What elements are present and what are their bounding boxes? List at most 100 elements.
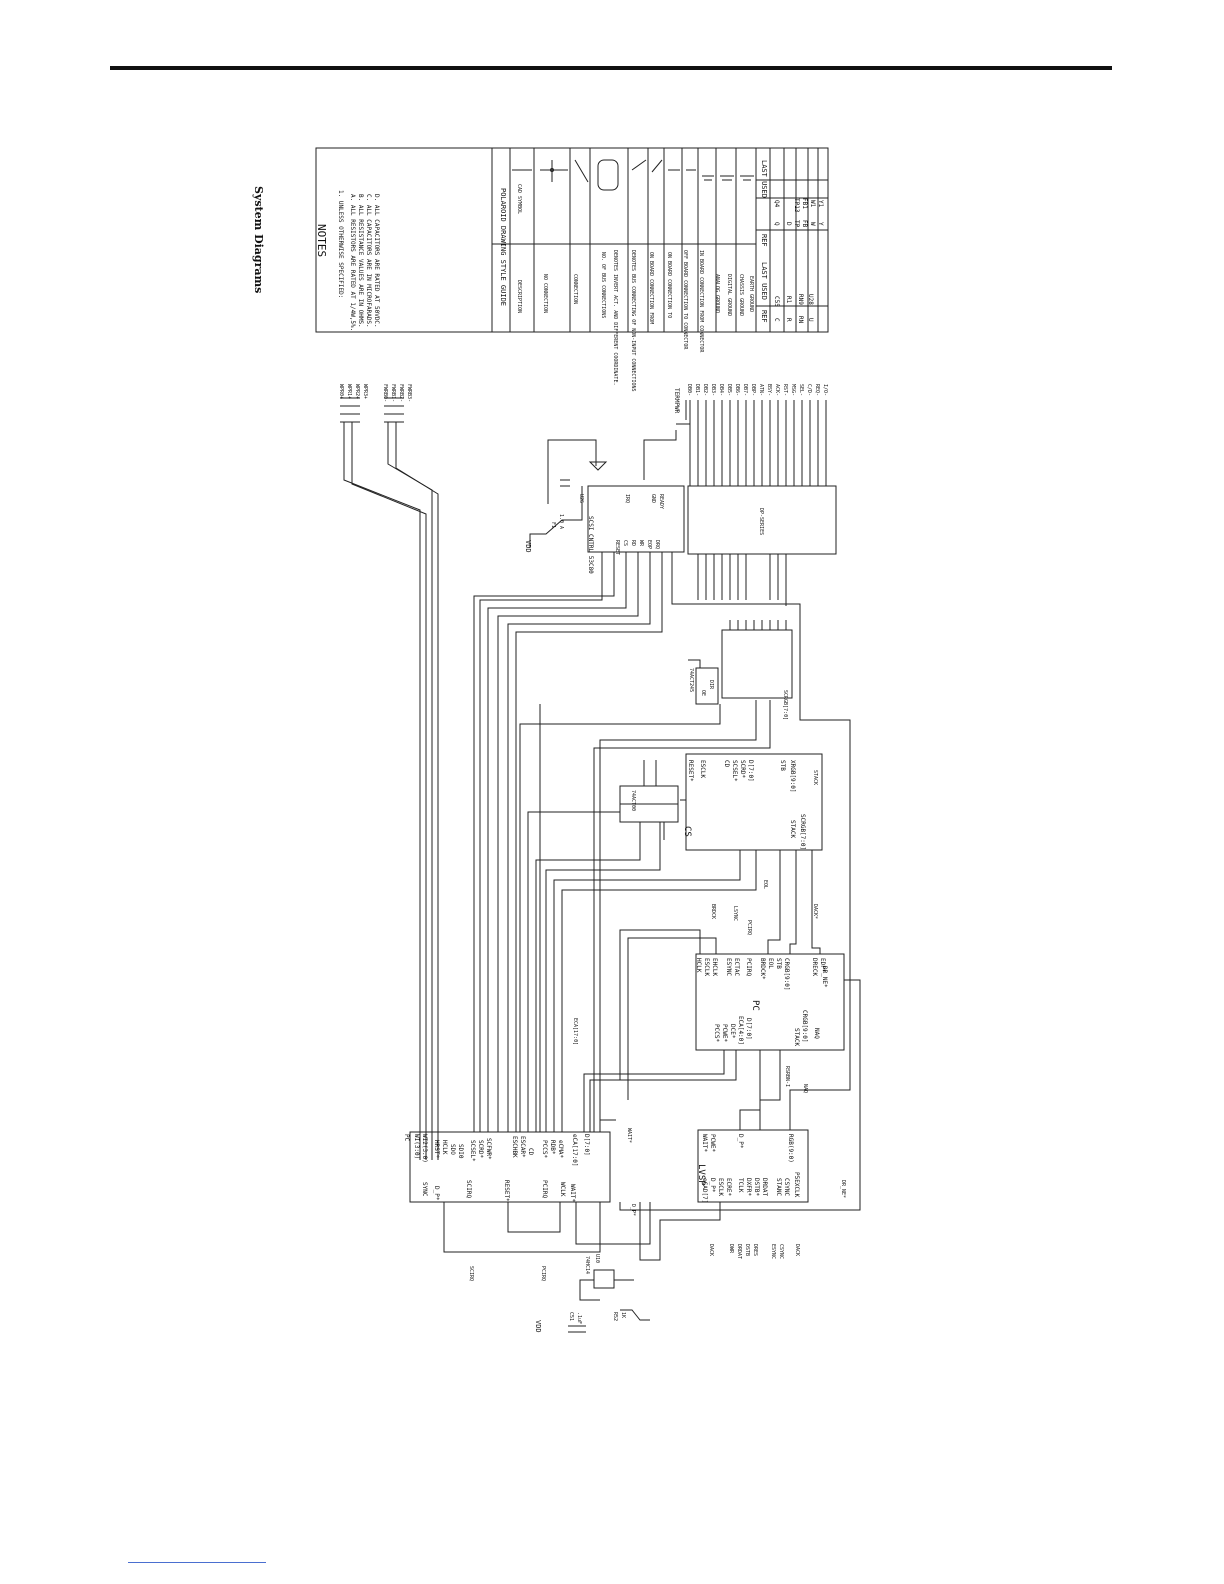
pc-top-pin-escbk: ESCHBK bbox=[511, 1136, 518, 1158]
cs-title: CS bbox=[682, 826, 692, 837]
ref-left-row-0-val: C55 bbox=[773, 296, 780, 307]
pc-top-pin-scsel: SCSEL* bbox=[469, 1140, 476, 1162]
connector-part: DP-SERIES bbox=[758, 508, 764, 536]
buffer-pin-dir: DIR bbox=[708, 680, 714, 690]
bottom-sig-8: CSYNC bbox=[778, 1244, 784, 1260]
edge-right-9: ATN- bbox=[758, 384, 764, 397]
pc-mid-pin-dce: DCE* bbox=[729, 1024, 736, 1039]
vdd-bottom-label: VDD bbox=[534, 1320, 542, 1333]
cap-label: C51 bbox=[568, 1312, 574, 1322]
ref-left-row-1-val: R1 bbox=[785, 296, 792, 304]
lvsp-pin-dp2: D_P* bbox=[709, 1178, 716, 1193]
scsi-pin-drq: DRQ bbox=[654, 540, 660, 550]
page-top-rule bbox=[110, 66, 1112, 70]
style-row-6: ON BOARD CONNECTION TO bbox=[666, 252, 672, 319]
lvsp-pin-p5exclk: P5EXCLK bbox=[793, 1172, 800, 1198]
style-guide-col-symbol: CAD SYMBOL bbox=[516, 184, 522, 215]
pc-top-title: PC bbox=[403, 1134, 410, 1142]
mid-sig-dp: D_P* bbox=[630, 1204, 636, 1217]
buffer-part: 74ACT245 bbox=[688, 668, 694, 693]
scsi-ref: U26 bbox=[578, 494, 584, 504]
lvsp-pin-dxfr: DXFR* bbox=[745, 1178, 752, 1197]
scsi-controller-block bbox=[587, 485, 685, 553]
pc-mid-pin-esclk: ESCLK bbox=[703, 958, 710, 977]
pc-top-pin-cd: CD bbox=[527, 1148, 534, 1156]
lvsp-pin-pcwe: PCWE* bbox=[709, 1134, 716, 1153]
edge-right-5: DB5- bbox=[726, 384, 732, 397]
pc-mid-pin-ehclk: EHCLK bbox=[711, 958, 718, 977]
cs-pin-stack: STACK bbox=[789, 820, 796, 839]
fuse-label: F1 bbox=[550, 522, 556, 529]
scsi-pin-eop: EOP bbox=[646, 540, 652, 550]
pc-mid-pin-brdck: BRDCK* bbox=[759, 958, 766, 980]
pc-top-block bbox=[409, 1131, 611, 1203]
scsi-pin-rd: RD bbox=[630, 540, 636, 547]
mid-sig-eol: EOL bbox=[762, 880, 768, 890]
mid-sig-lsync: LSYNC bbox=[732, 906, 738, 922]
pc-top-pin-hclk: HCLK bbox=[441, 1140, 448, 1155]
ref-left-row-2-ref: RN bbox=[797, 316, 804, 324]
style-row-9: ANALOG GROUND bbox=[714, 274, 720, 314]
lvsp-pin-wait: WAIT* bbox=[701, 1134, 708, 1153]
ref-right-row-3-val: FB1 bbox=[801, 198, 808, 209]
pc-top-pin-wi2: WI2(3:0) bbox=[421, 1134, 428, 1163]
lvsp-block bbox=[697, 1129, 809, 1203]
style-row-2: NO. OF BUS CONNECTIONS bbox=[600, 252, 606, 319]
lvsp-pin-stanc: STANC bbox=[775, 1178, 782, 1197]
cs-pin-d: D[7:0] bbox=[747, 760, 754, 782]
ref-right-row-0-ref: Q bbox=[773, 222, 780, 226]
pc-top-pin-scfwr: SCFWR* bbox=[485, 1138, 492, 1160]
top-edge-connectors bbox=[340, 397, 439, 1160]
ref-left-row-1-ref: R bbox=[785, 318, 792, 322]
footer-rule bbox=[128, 1562, 266, 1563]
cs-pin-esclk: ESCLK bbox=[699, 760, 706, 779]
pc-mid-pin-dreck: DRECK bbox=[811, 958, 818, 977]
pc-top-pin-wclk: WCLK bbox=[559, 1182, 566, 1197]
pc-top-pin-escar: ESCAR* bbox=[519, 1136, 526, 1158]
lvsp-pin-esclk: ESCLK bbox=[717, 1178, 724, 1197]
pc-top-pin-pcirq: PCIRQ bbox=[541, 1180, 548, 1199]
pc-top-pin-wait: WAIT* bbox=[569, 1184, 576, 1203]
mid-sig-wait: WAIT* bbox=[626, 1128, 632, 1144]
edge-top-3: WPR3+ bbox=[362, 384, 368, 400]
bottom-sig-6: DRES bbox=[752, 1244, 758, 1257]
pc-mid-pin-pcwe: PCWE* bbox=[721, 1024, 728, 1043]
edge-right-13: MSG- bbox=[790, 384, 796, 397]
mid-sig-brdck: BRDCK bbox=[710, 904, 716, 920]
ref-left-header: REF bbox=[760, 310, 768, 323]
notes-line-1: 1. UNLESS OTHERWISE SPECIFIED: bbox=[337, 190, 344, 299]
edge-right-7: DB7- bbox=[742, 384, 748, 397]
edge-right-17: I/O- bbox=[822, 384, 828, 397]
mid-sig-eca: ECA[17:0] bbox=[572, 1018, 578, 1046]
pc-top-pin-rdb: RDB* bbox=[549, 1140, 556, 1155]
style-row-0: NO CONNECTION bbox=[542, 274, 548, 314]
notes-line-4: C. ALL CAPACITORS ARE IN MICROFARADS. bbox=[365, 194, 372, 328]
scsi-pin-reset: RESET bbox=[614, 540, 620, 556]
resistor-label: R52 bbox=[612, 1312, 618, 1322]
lvsp-pin-rgb: RGB(9:0) bbox=[787, 1134, 794, 1163]
edge-top-0: WPR0+ bbox=[338, 384, 344, 400]
edge-right-2: DB2- bbox=[702, 384, 708, 397]
notes-line-2: A. ALL RESISTORS ARE RATED AT 1/4W,5%. bbox=[349, 194, 356, 332]
pc-top-pin-d: D[7:0] bbox=[583, 1134, 590, 1156]
reset-gen-ref: U10 bbox=[594, 1254, 600, 1264]
ref-right-row-2-val: TP13 bbox=[793, 198, 800, 213]
pc-top-pin-sdo: SDO bbox=[449, 1144, 456, 1155]
pc-mid-pin-hclk: HCLK bbox=[695, 958, 702, 973]
pc-top-pin-hrst: HRST* bbox=[433, 1140, 440, 1159]
ref-right-row-5-val: Y1 bbox=[817, 200, 824, 208]
scsi-pin-gnd: GND bbox=[650, 494, 656, 504]
vdd-top-label: VDD bbox=[524, 540, 532, 553]
style-row-3: DENOTES INVERT ACT. AND DIFFERENT COORDI… bbox=[612, 250, 618, 386]
pc-mid-pin-esync: ESYNC bbox=[725, 958, 732, 977]
resistor-value: 1K bbox=[620, 1312, 626, 1319]
pc-top-pin-sync: SYNC bbox=[421, 1182, 428, 1197]
pc-mid-pin-eca: ECA[4:0] bbox=[737, 1016, 744, 1045]
pc-mid-block bbox=[695, 953, 845, 1051]
bottom-sig-2: DACK bbox=[708, 1244, 714, 1257]
style-row-1: CONNECTION bbox=[572, 274, 578, 305]
pc-mid-pin-naq: NAQ bbox=[813, 1028, 820, 1039]
scsi-pin-ready: READY bbox=[658, 494, 664, 510]
pc-top-pin-scirq: SCIRQ bbox=[465, 1180, 472, 1199]
ref-right-row-0-val: Q4 bbox=[773, 200, 780, 208]
